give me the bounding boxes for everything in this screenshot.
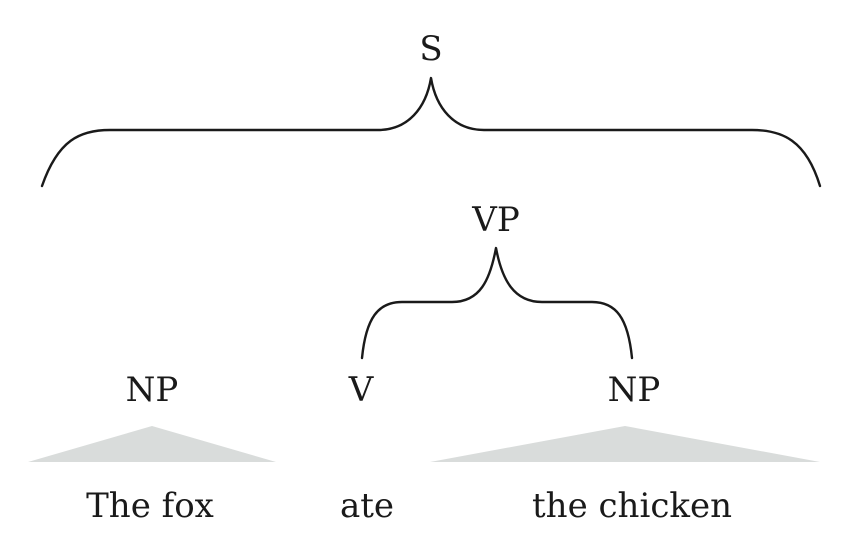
- object-words: the chicken: [532, 486, 732, 526]
- s-brace: [40, 76, 822, 188]
- node-np-object-label: NP: [608, 370, 661, 410]
- node-v-label: V: [348, 370, 375, 410]
- np-object-triangle: [430, 426, 820, 462]
- node-s-label: S: [419, 29, 442, 69]
- subject-words: The fox: [86, 486, 214, 526]
- vp-brace: [360, 246, 634, 360]
- node-vp-label: VP: [471, 200, 519, 240]
- node-np-subject-label: NP: [126, 370, 179, 410]
- np-subject-triangle: [28, 426, 276, 462]
- verb-words: ate: [340, 486, 394, 526]
